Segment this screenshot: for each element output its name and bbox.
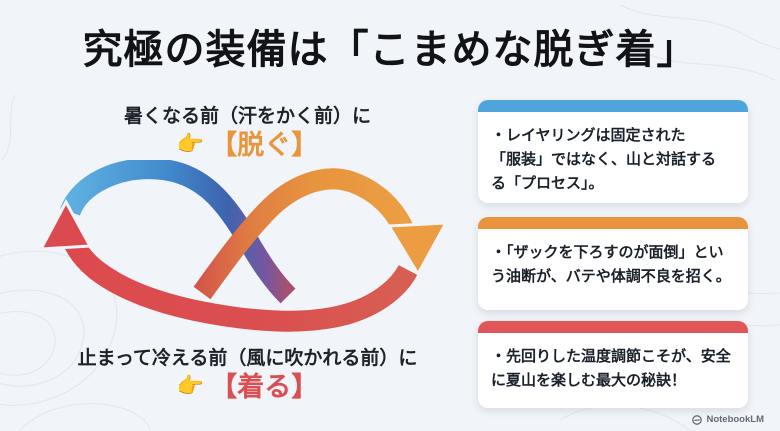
card-text-line: に夏山を楽しむ最大の秘訣！ <box>491 372 687 389</box>
card-text-line: ・レイヤリングは固定された <box>491 127 686 144</box>
card-text-line: ・「ザックを下ろすのが面倒」とい <box>491 244 724 261</box>
cycle-bottom-action-row: 👉【着る】 <box>0 371 495 402</box>
card-text: ・「ザックを下ろすのが面倒」とい う油断が、バテや体調不良を招く。 <box>478 229 748 297</box>
card-layering-process: ・レイヤリングは固定された 「服装」ではなく、山と対話する る「プロセス」。 <box>478 100 748 203</box>
key-points-panel: ・レイヤリングは固定された 「服装」ではなく、山と対話する る「プロセス」。 ・… <box>478 0 748 431</box>
card-text-line: う油断が、バテや体調不良を招く。 <box>491 268 731 285</box>
orange-arrow-strand <box>193 168 415 300</box>
card-text: ・レイヤリングは固定された 「服装」ではなく、山と対話する る「プロセス」。 <box>478 112 748 203</box>
red-arrowhead-up <box>38 198 93 251</box>
cycle-bottom-caption: 止まって冷える前（風に吹かれる前）に <box>77 348 418 369</box>
card-text-line: ・先回りした温度調節こそが、安全 <box>491 348 731 365</box>
card-backpack-warning: ・「ザックを下ろすのが面倒」とい う油断が、バテや体調不良を招く。 <box>478 217 748 310</box>
card-text: ・先回りした温度調節こそが、安全 に夏山を楽しむ最大の秘訣！ <box>478 333 748 401</box>
card-temperature-tip: ・先回りした温度調節こそが、安全 に夏山を楽しむ最大の秘訣！ <box>478 321 748 408</box>
blue-arrow-strand <box>60 160 296 304</box>
notebooklm-logo-icon <box>692 414 703 425</box>
card-text-line: 「服装」ではなく、山と対話する <box>491 151 717 168</box>
red-arrow-strand <box>62 234 418 332</box>
wear-action-label: 【着る】 <box>210 372 319 402</box>
watermark: NotebookLM <box>692 414 764 425</box>
undress-action-label: 【脱ぐ】 <box>210 130 319 160</box>
card-text-line: る「プロセス」。 <box>491 175 604 192</box>
page-title: 究極の装備は「こまめな脱ぎ着」 <box>82 28 698 72</box>
pointing-hand-icon: 👉 <box>176 373 205 398</box>
cycle-top-caption: 暑くなる前（汗をかく前）に <box>123 106 371 127</box>
watermark-label: NotebookLM <box>706 414 764 425</box>
orange-arrowhead-down <box>386 221 449 278</box>
card-accent-bar <box>478 100 748 112</box>
pointing-hand-icon: 👉 <box>176 131 205 156</box>
cycle-top-action-row: 👉【脱ぐ】 <box>0 129 495 160</box>
card-accent-bar <box>478 217 748 229</box>
infinity-cycle-diagram <box>38 160 449 332</box>
card-accent-bar <box>478 321 748 333</box>
